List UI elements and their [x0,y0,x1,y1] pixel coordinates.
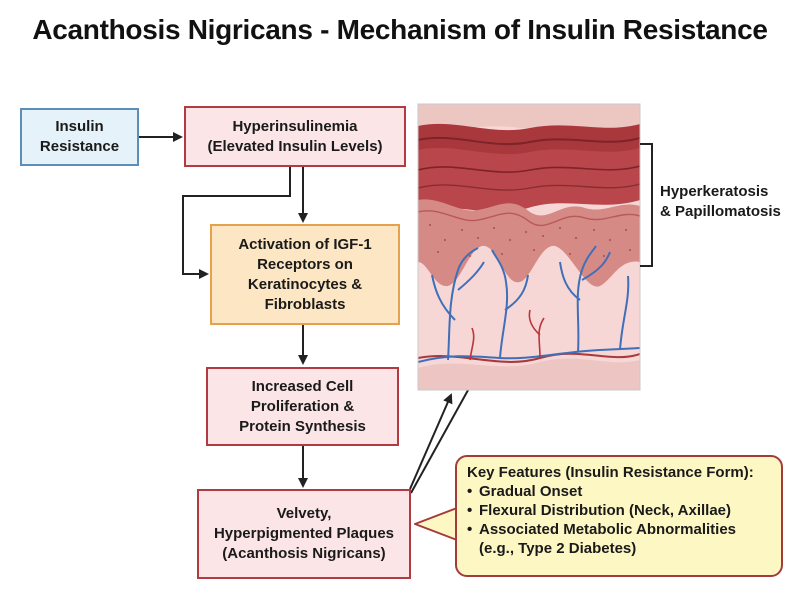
node-insulin-resistance: Insulin Resistance [20,108,139,166]
skin-layer-label: Hyperkeratosis & Papillomatosis [660,183,781,220]
node-cell-proliferation: Increased Cell Proliferation & Protein S… [206,367,399,446]
node-hyperinsulinemia: Hyperinsulinemia (Elevated Insulin Level… [184,106,406,167]
key-features-heading: Key Features (Insulin Resistance Form): [467,464,754,481]
key-feature-item: •Associated Metabolic Abnormalities (e.g… [467,521,737,557]
node-plaques: Velvety, Hyperpigmented Plaques (Acantho… [197,489,411,579]
node-igf1-activation: Activation of IGF-1 Receptors on Keratin… [210,224,400,325]
page-title: Acanthosis Nigricans - Mechanism of Insu… [32,14,768,45]
key-feature-item: •Gradual Onset [467,483,583,500]
skin-layer-bracket [640,143,653,267]
arrow-hyperinsulinemia-bypass [182,167,291,279]
key-features-list: •Gradual Onset •Flexural Distribution (N… [467,482,771,558]
arrow-plaques-to-skin-1 [409,393,453,490]
key-features-callout: Key Features (Insulin Resistance Form): … [455,455,783,577]
key-feature-item: •Flexural Distribution (Neck, Axillae) [467,502,732,519]
